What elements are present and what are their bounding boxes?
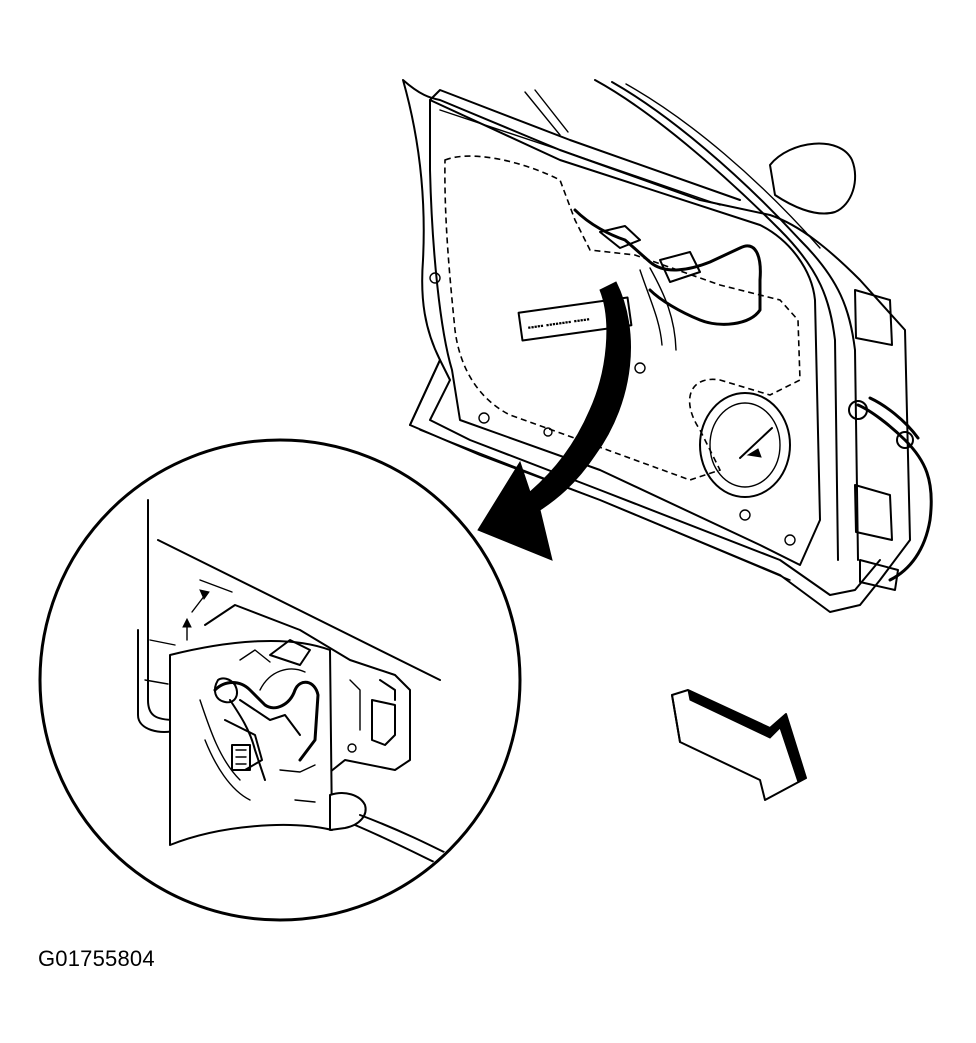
curved-arrow-icon: [477, 281, 631, 561]
forward-direction-arrow-icon: [671, 689, 807, 801]
figure-id-label: G01755804: [38, 946, 155, 971]
door-panel-illustration: ▪▪▪▪▪ ▪▪▪▪▪▪▪▪ ▪▪▪▪▪: [402, 79, 933, 613]
magnified-detail-view: [38, 438, 522, 922]
